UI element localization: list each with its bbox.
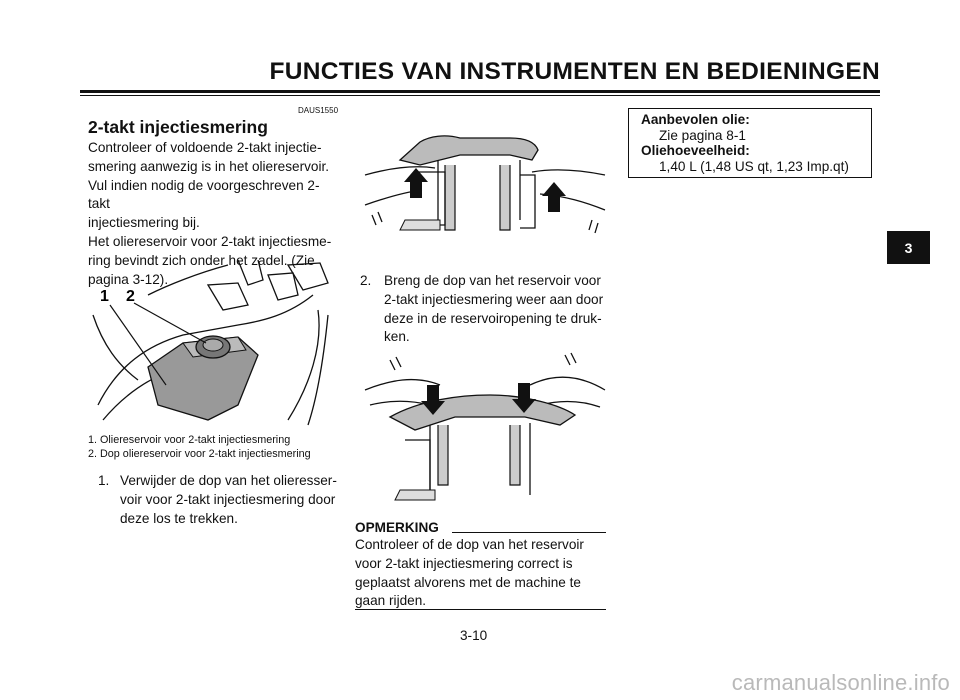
arrow-up-icon bbox=[404, 168, 428, 198]
chapter-tab: 3 bbox=[887, 231, 930, 264]
note-bottom-rule bbox=[355, 609, 606, 610]
callout-2: 2 bbox=[126, 288, 135, 305]
text-line: ken. bbox=[384, 329, 410, 345]
text-line: Het oliereservoir voor 2-takt injectiesm… bbox=[88, 233, 332, 249]
text-line: gaan rijden. bbox=[355, 593, 427, 609]
step-2: 2. Breng de dop van het reservoir voor 2… bbox=[355, 272, 610, 352]
text-line: Vul indien nodig de voorgeschreven 2-tak… bbox=[88, 177, 320, 212]
step-text: Breng de dop van het reservoir voor 2-ta… bbox=[384, 272, 603, 347]
header-rule bbox=[80, 90, 880, 93]
text-line: geplaatst alvorens met de machine te bbox=[355, 574, 581, 590]
callout-1: 1 bbox=[100, 288, 109, 305]
caption-line: 2. Dop oliereservoir voor 2-takt injecti… bbox=[88, 448, 311, 460]
text-line: Controleer of voldoende 2-takt injectie- bbox=[88, 140, 322, 155]
step-text: Verwijder de dop van het olieresser- voi… bbox=[120, 472, 337, 528]
text-line: voir voor 2-takt injectiesmering door bbox=[120, 491, 336, 507]
spec-value: 1,40 L (1,48 US qt, 1,23 Imp.qt) bbox=[659, 159, 849, 174]
text-line: Controleer of de dop van het reservoir bbox=[355, 537, 584, 552]
oil-reservoir-illustration: 1 2 bbox=[92, 259, 329, 426]
spec-label: Aanbevolen olie: bbox=[641, 112, 750, 127]
cap-removal-illustration bbox=[364, 135, 606, 234]
text-line: Breng de dop van het reservoir voor bbox=[384, 273, 601, 288]
text-line: Verwijder de dop van het olieresser- bbox=[120, 473, 337, 488]
step-1: 1. Verwijder de dop van het olieresser- … bbox=[98, 472, 338, 532]
section-title: 2-takt injectiesmering bbox=[88, 117, 268, 137]
watermark: carmanualsonline.info bbox=[731, 670, 950, 695]
oil-spec-box: Aanbevolen olie: Zie pagina 8-1 Oliehoev… bbox=[628, 108, 872, 178]
text-line: ring bevindt zich onder het zadel. (Zie bbox=[88, 252, 315, 268]
arrow-down-icon bbox=[421, 385, 445, 415]
text-line: deze los te trekken. bbox=[120, 510, 238, 526]
intro-paragraph: Controleer of voldoende 2-takt injectie-… bbox=[88, 139, 335, 289]
text-line: smering aanwezig is in het oliereservoir… bbox=[88, 158, 330, 174]
spec-label: Oliehoeveelheid: bbox=[641, 143, 750, 158]
arrow-up-icon bbox=[542, 182, 566, 212]
header-rule-thin bbox=[80, 95, 880, 96]
note-title: OPMERKING bbox=[355, 520, 439, 535]
figure-caption: 1. Oliereservoir voor 2-takt injectiesme… bbox=[88, 433, 311, 461]
page-header-title: FUNCTIES VAN INSTRUMENTEN EN BEDIENINGEN bbox=[269, 58, 880, 85]
text-line: pagina 3-12). bbox=[88, 271, 169, 287]
text-line: injectiesmering bij. bbox=[88, 215, 200, 231]
text-line: 2-takt injectiesmering weer aan door bbox=[384, 291, 604, 307]
step-number: 1. bbox=[98, 473, 110, 488]
note-text: Controleer of de dop van het reservoir v… bbox=[355, 536, 607, 611]
arrow-down-icon bbox=[512, 383, 536, 413]
text-line: voor 2-takt injectiesmering correct is bbox=[355, 555, 573, 571]
text-line: deze in de reservoiropening te druk- bbox=[384, 310, 602, 326]
note-title-rule bbox=[452, 532, 606, 533]
page-number: 3-10 bbox=[460, 628, 488, 643]
spec-value: Zie pagina 8-1 bbox=[659, 128, 746, 143]
caption-line: 1. Oliereservoir voor 2-takt injectiesme… bbox=[88, 434, 291, 446]
cap-install-illustration bbox=[364, 352, 606, 501]
section-code: DAUS1550 bbox=[298, 106, 339, 115]
step-number: 2. bbox=[360, 273, 372, 288]
